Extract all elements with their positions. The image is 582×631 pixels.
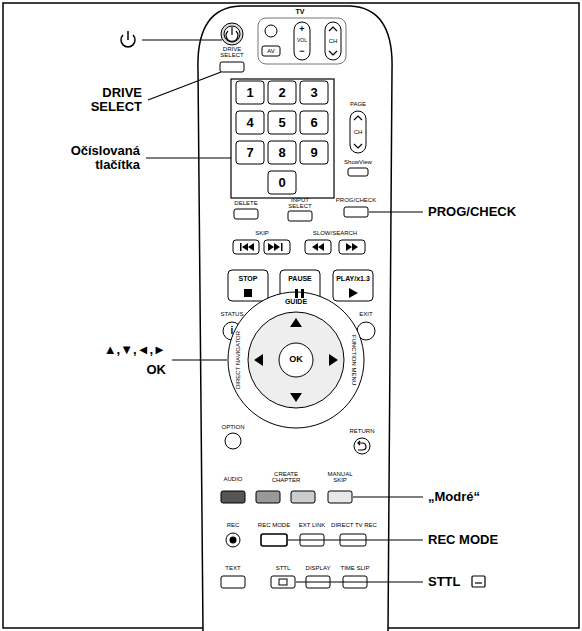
callout-label: ▲,▼,◄,► xyxy=(104,343,166,357)
button-label: EXT LINK xyxy=(299,522,326,528)
button-label: 4 xyxy=(246,116,253,130)
button-label: VOL xyxy=(297,38,307,43)
callout-label: DRIVE SELECT xyxy=(80,86,142,113)
button-label: GUIDE xyxy=(285,298,307,305)
button-label: − xyxy=(299,47,304,56)
button-label: ShowView xyxy=(344,159,372,165)
leader-lines xyxy=(142,40,423,582)
callout-label: REC MODE xyxy=(428,533,498,547)
chevrons xyxy=(226,27,366,450)
button-label: CREATE CHAPTER xyxy=(271,471,301,484)
remote-body xyxy=(198,6,392,631)
buttons xyxy=(220,18,375,588)
button-label: TEXT xyxy=(225,565,240,571)
button-label: 2 xyxy=(278,86,285,100)
button-label: SKIP xyxy=(255,230,269,236)
button-icons xyxy=(230,243,359,585)
button-label: DISPLAY xyxy=(306,565,331,571)
button-label: AUDIO xyxy=(223,476,242,482)
button-label: CH xyxy=(329,38,338,44)
subtitle-icon xyxy=(472,576,485,587)
button-label: 7 xyxy=(246,146,253,160)
button-label: TIME SLIP xyxy=(340,565,369,571)
button-label: MANUAL SKIP xyxy=(325,471,355,484)
button-label: PROG/CHECK xyxy=(336,197,376,203)
button-label: 5 xyxy=(278,116,285,130)
button-label: 3 xyxy=(310,86,317,100)
button-label: TV xyxy=(296,8,305,15)
button-label: 0 xyxy=(278,176,285,190)
button-label: OPTION xyxy=(221,424,244,430)
button-label: DIRECT TV REC xyxy=(331,522,377,528)
button-label: FUNCTION MENU xyxy=(351,335,357,385)
button-label: CH xyxy=(354,129,363,135)
power-symbol xyxy=(121,31,135,47)
button-label: DIRECT NAVIGATOR xyxy=(235,331,241,389)
button-label: STOP xyxy=(239,275,258,282)
button-label: REC MODE xyxy=(258,522,290,528)
callout-label: Očíslovaná tlačítka xyxy=(40,144,140,171)
button-label: PLAY/x1.3 xyxy=(336,275,370,282)
button-label: DELETE xyxy=(234,200,257,206)
button-label: RETURN xyxy=(350,428,375,434)
button-label: 8 xyxy=(278,146,285,160)
button-label: STATUS xyxy=(221,311,244,317)
button-label: 9 xyxy=(310,146,317,160)
button-label: i xyxy=(231,326,234,337)
button-label: 1 xyxy=(246,86,253,100)
button-label: PAUSE xyxy=(288,275,312,282)
callout-label: OK xyxy=(147,363,167,377)
button-label: DRIVE SELECT xyxy=(217,46,247,59)
button-label: PAGE xyxy=(350,101,366,107)
button-label: 6 xyxy=(310,116,317,130)
callout-label: „Modré“ xyxy=(428,490,480,504)
button-label: AV xyxy=(267,48,275,54)
button-label: STTL xyxy=(276,565,291,571)
button-label: OK xyxy=(289,355,303,364)
button-label: EXIT xyxy=(359,311,372,317)
button-label: + xyxy=(299,25,304,34)
button-label: INPUT SELECT xyxy=(286,197,314,210)
button-label: REC xyxy=(227,522,240,528)
callout-label: PROG/CHECK xyxy=(428,205,516,219)
button-label: SLOW/SEARCH xyxy=(313,230,357,236)
callout-label: STTL xyxy=(428,575,461,589)
